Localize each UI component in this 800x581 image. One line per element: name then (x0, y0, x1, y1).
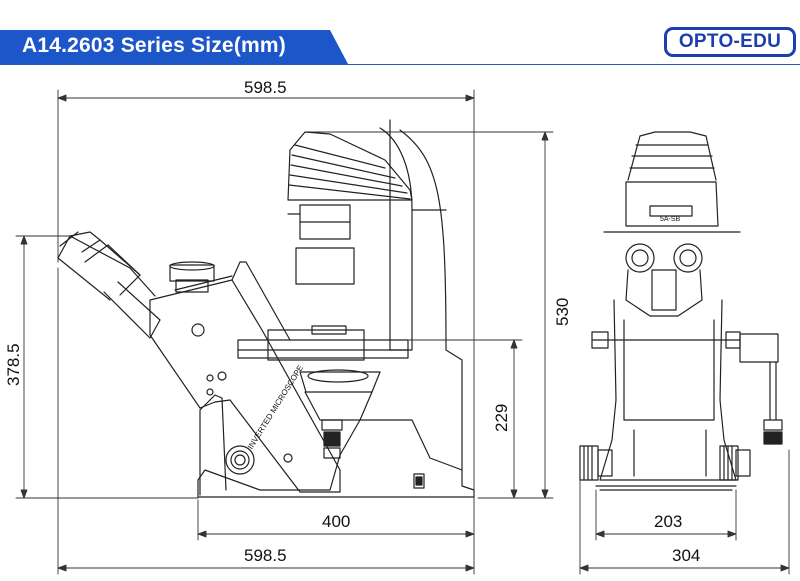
dimension-total-height: 530 (553, 297, 572, 326)
side-view-microscope (57, 119, 475, 498)
page-title: A14.2603 Series Size(mm) (22, 34, 286, 57)
dimension-bottom-width: 598.5 (244, 546, 287, 565)
title-banner (0, 30, 348, 64)
front-view-microscope (579, 131, 783, 491)
dimension-front-overall-width: 304 (672, 546, 701, 565)
stage-label: 5A-SB (660, 216, 681, 223)
header-divider (0, 64, 800, 65)
dimension-base-depth: 400 (322, 512, 351, 531)
dimension-stage-height: 229 (492, 403, 511, 432)
front-dimensions (579, 449, 790, 575)
side-dimensions (15, 89, 554, 575)
dimension-front-base-width: 203 (654, 512, 683, 531)
dimension-eyepiece-height: 378.5 (4, 343, 23, 386)
dimension-top-width: 598.5 (244, 78, 287, 97)
brand-logo: OPTO-EDU (664, 27, 796, 57)
